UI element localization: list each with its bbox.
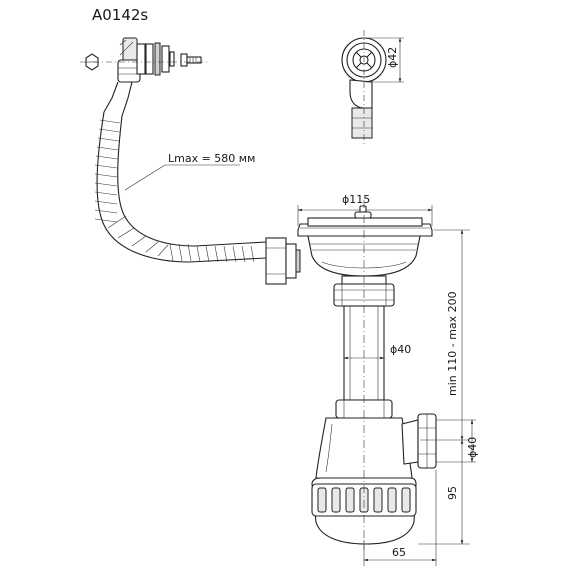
cap-grip-rib	[373, 487, 383, 513]
overflow-screw	[180, 53, 202, 67]
hose-ring	[107, 215, 127, 229]
hose-ring	[94, 200, 118, 205]
hose-ring	[196, 245, 201, 263]
hose-ring	[250, 245, 255, 263]
hose-connector	[265, 237, 301, 285]
corrugated-hose	[94, 81, 267, 263]
trap-width-label: 65	[392, 546, 406, 559]
hose-ring	[223, 245, 228, 263]
hose-ring	[94, 191, 118, 196]
pipe-diameter-label: ϕ40	[390, 343, 411, 356]
hose-length-label: Lmax = 580 мм	[168, 152, 255, 165]
hose-ring	[94, 164, 118, 169]
cap-grip-rib	[317, 487, 327, 513]
hose-ring	[94, 209, 118, 214]
sink-flange	[297, 205, 433, 237]
hose-ring	[94, 182, 118, 187]
trap-width-dimension: 65	[363, 470, 437, 566]
trap-height-label: 95	[446, 486, 459, 500]
hose-ring	[117, 227, 135, 239]
outlet-dimension: ϕ40	[436, 419, 479, 463]
height-dimension: min 110 - max 200	[420, 229, 470, 441]
cap-grip-rib	[345, 487, 355, 513]
overflow-nut	[85, 53, 99, 71]
hose-ring	[178, 243, 183, 262]
hose-ring	[99, 119, 121, 124]
hose-ring	[187, 243, 192, 262]
hose-ring	[232, 245, 237, 263]
basket-diameter-label: ϕ115	[342, 193, 370, 206]
hose-ring	[205, 245, 210, 263]
hose-ring	[97, 137, 119, 142]
bottle-trap	[311, 413, 437, 545]
hose-ring	[96, 146, 119, 151]
overflow-top-view: ϕ42	[341, 30, 404, 145]
hose-ring	[145, 241, 159, 253]
cap-grip-rib	[401, 487, 411, 513]
hose-ring	[131, 235, 147, 247]
overflow-gaskets	[145, 42, 175, 76]
hose-ring	[241, 245, 246, 263]
height-range-label: min 110 - max 200	[446, 291, 459, 396]
hose-ring	[157, 244, 169, 257]
cap-grip-rib	[387, 487, 397, 513]
trap-height-dimension: 95	[418, 439, 470, 545]
hose-ring	[94, 173, 118, 178]
overflow-body	[117, 37, 146, 83]
hose-ring	[95, 155, 118, 160]
hose-ring	[169, 243, 174, 262]
hose-ring	[94, 218, 118, 223]
hose-ring	[214, 245, 219, 263]
cap-grip-rib	[331, 487, 341, 513]
hose-length-callout: Lmax = 580 мм	[124, 152, 255, 191]
outlet-diameter-label: ϕ40	[466, 437, 479, 458]
top-view-diameter-label: ϕ42	[386, 47, 399, 68]
model-code: A0142s	[92, 6, 148, 24]
overflow-assembly	[80, 37, 210, 83]
hose-ring	[98, 128, 120, 133]
